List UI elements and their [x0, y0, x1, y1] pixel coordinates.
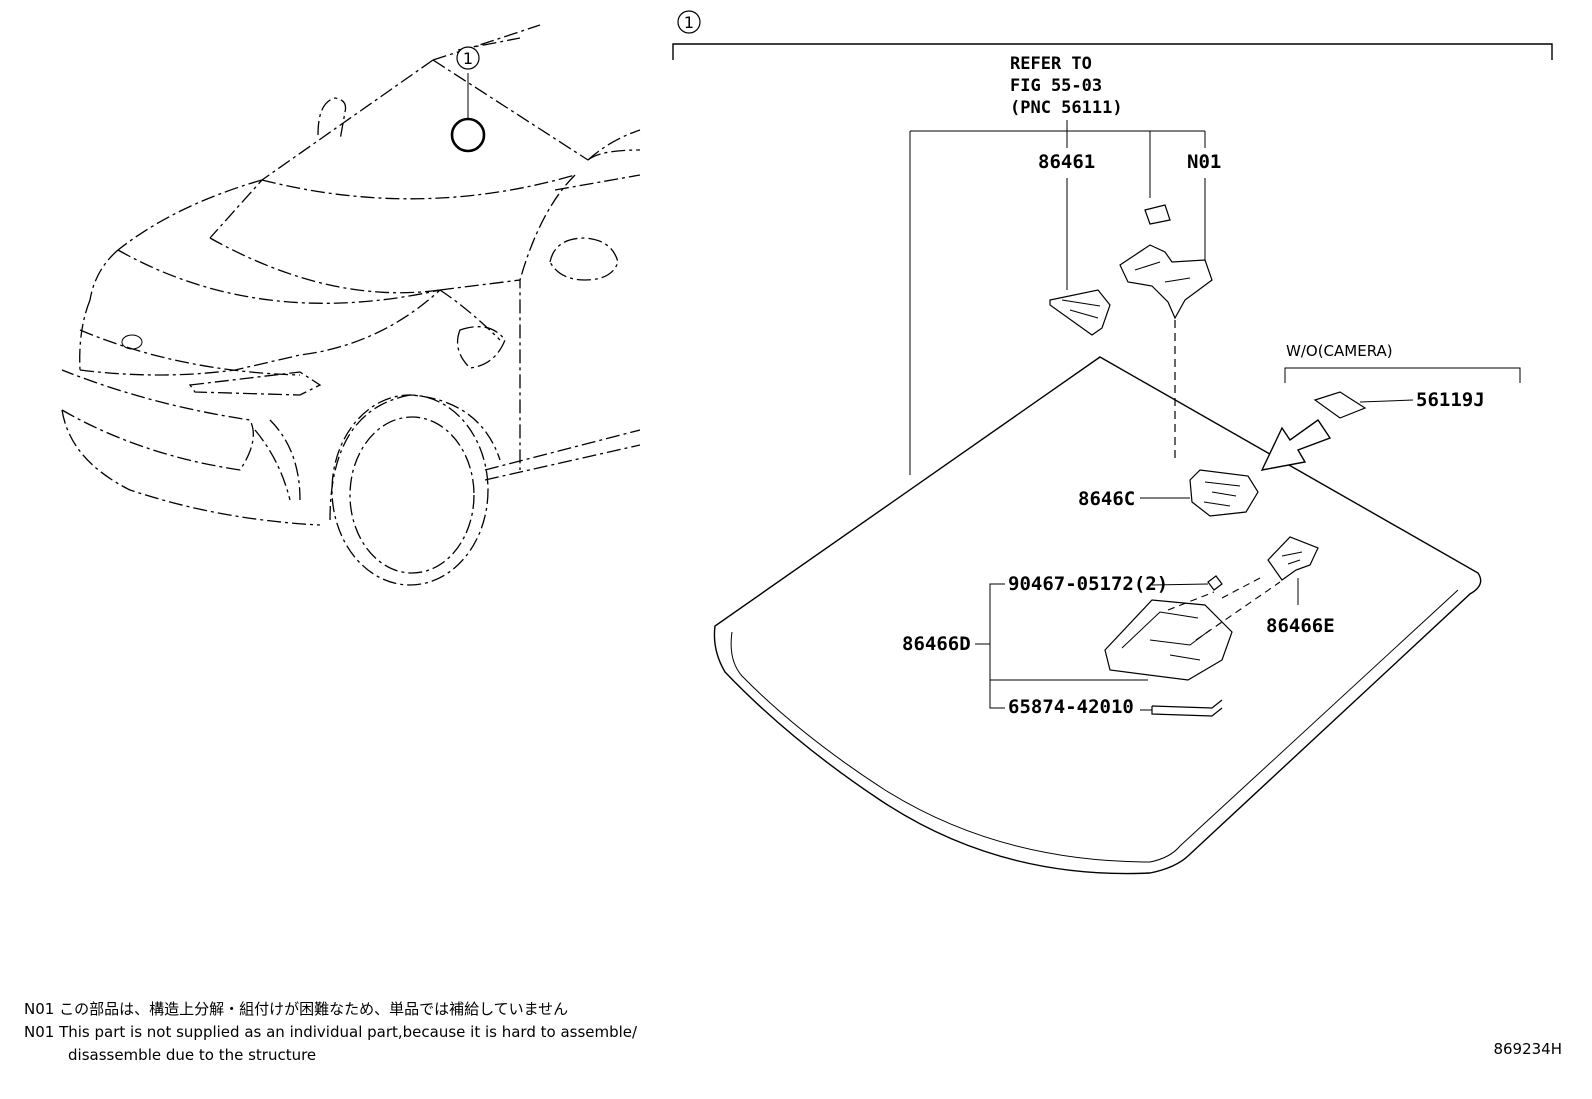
condition-bracket	[1284, 367, 1521, 383]
refer-to-line1: REFER TO	[1010, 54, 1092, 74]
note-japanese: N01 この部品は、構造上分解・組付けが困難なため、単品では補給していません	[24, 1000, 569, 1018]
callout-circle-assembly	[677, 10, 701, 34]
camera-bracket-8646C	[1189, 469, 1259, 517]
windshield-location-marker	[450, 117, 486, 153]
part-label-86461: 86461	[1038, 151, 1095, 173]
part-label-8646C: 8646C	[1078, 488, 1135, 510]
part-label-90467: 90467-05172(2)	[1008, 573, 1168, 595]
note-english-line1: N01 This part is not supplied as an indi…	[24, 1023, 638, 1041]
tape-part-65874	[1151, 699, 1223, 717]
part-label-56119J: 56119J	[1416, 389, 1485, 411]
part-label-86466D: 86466D	[902, 633, 971, 655]
part-label-N01: N01	[1187, 151, 1221, 173]
callout-circle-car	[456, 46, 480, 70]
note-english-line2: disassemble due to the structure	[68, 1046, 317, 1064]
callout-number-assembly: 1	[684, 13, 694, 32]
assembly-bracket: 1	[672, 10, 1553, 60]
refer-to-line2: FIG 55-03	[1010, 76, 1102, 96]
clip-part-N01	[1144, 204, 1171, 225]
part-label-65874: 65874-42010	[1008, 696, 1134, 718]
condition-label-wo-camera: W/O(CAMERA)	[1286, 342, 1393, 360]
cover-part-86466E	[1267, 536, 1319, 581]
housing-part-86466D	[1104, 599, 1233, 681]
refer-to-line3: (PNC 56111)	[1010, 98, 1123, 118]
part-label-86466E: 86466E	[1266, 615, 1335, 637]
connection-line-e2	[1195, 581, 1281, 641]
figure-id: 869234H	[1493, 1040, 1562, 1058]
direction-arrow	[1260, 419, 1332, 471]
refer-to-leaders	[909, 120, 1206, 475]
connection-line-screw	[1167, 591, 1215, 611]
screw-part-90467	[1207, 575, 1223, 591]
car-illustration: 1	[61, 24, 641, 586]
bracket-86466D	[989, 583, 1005, 709]
windshield-glass	[713, 356, 1482, 875]
cover-part-56119J	[1313, 391, 1367, 419]
connection-line-e	[1221, 577, 1261, 599]
callout-number-car: 1	[463, 49, 473, 68]
